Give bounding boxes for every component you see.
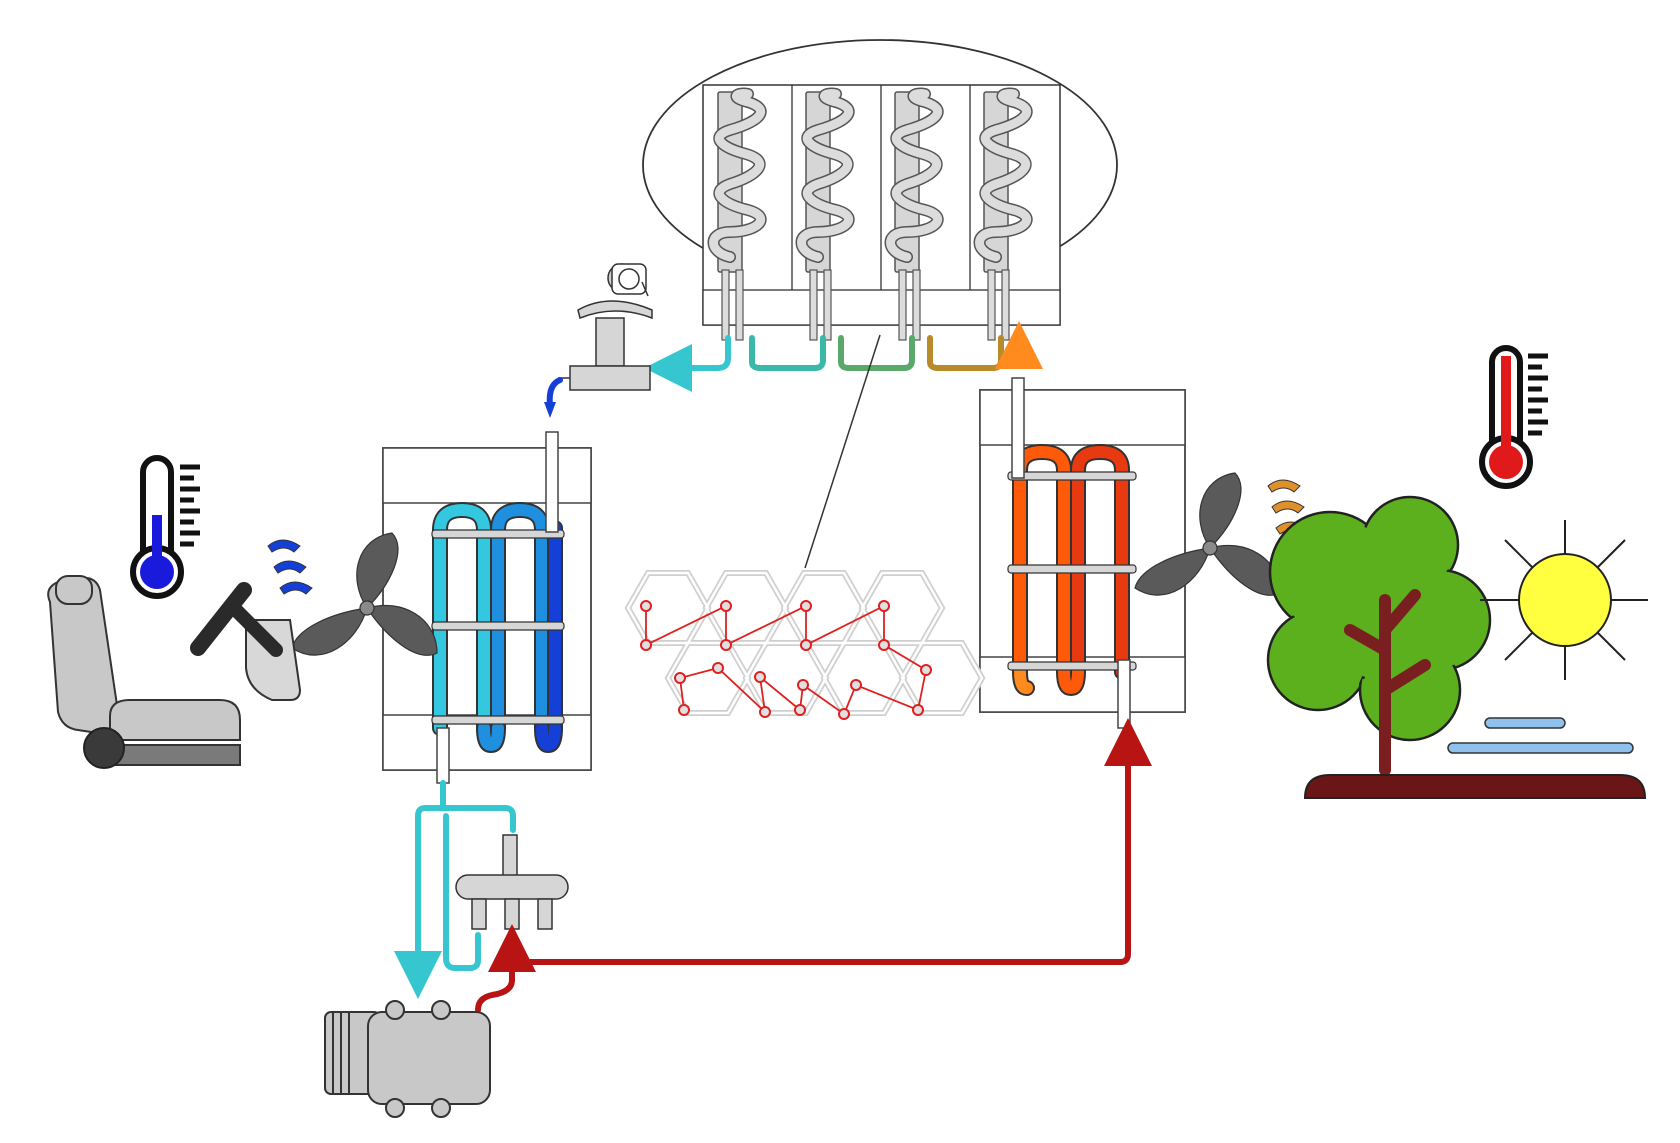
water-icon [1447,717,1634,754]
reversing-valve-icon [455,834,569,930]
tree-icon [1266,495,1492,776]
steering-wheel-icon [190,582,302,701]
indoor-heat-exchanger-icon [382,431,592,784]
valve-outlet-arrow [546,377,563,408]
thermometer-hot-icon [1479,345,1548,489]
outdoor-heat-exchanger-icon [979,377,1186,729]
valve-outlet-arrowhead [544,402,556,418]
indoor-fan-icon [291,532,438,656]
thermometer-cold-icon [130,455,200,599]
zoom-leader-line [804,334,881,569]
outdoor-fan-icon [1134,472,1281,596]
car-seat-icon [47,575,241,769]
coil-detail-zoom [642,39,1118,340]
ground-icon [1303,774,1647,799]
cold-airflow-icon [267,539,313,595]
expansion-valve-icon [558,263,653,391]
microchannel-network-icon [624,570,986,720]
refrigerant-piping [394,718,1152,1013]
compressor-icon [324,1000,491,1118]
sun-icon [1480,520,1648,680]
warm-airflow-icon [1267,479,1309,535]
coil-connectors [644,321,1043,392]
